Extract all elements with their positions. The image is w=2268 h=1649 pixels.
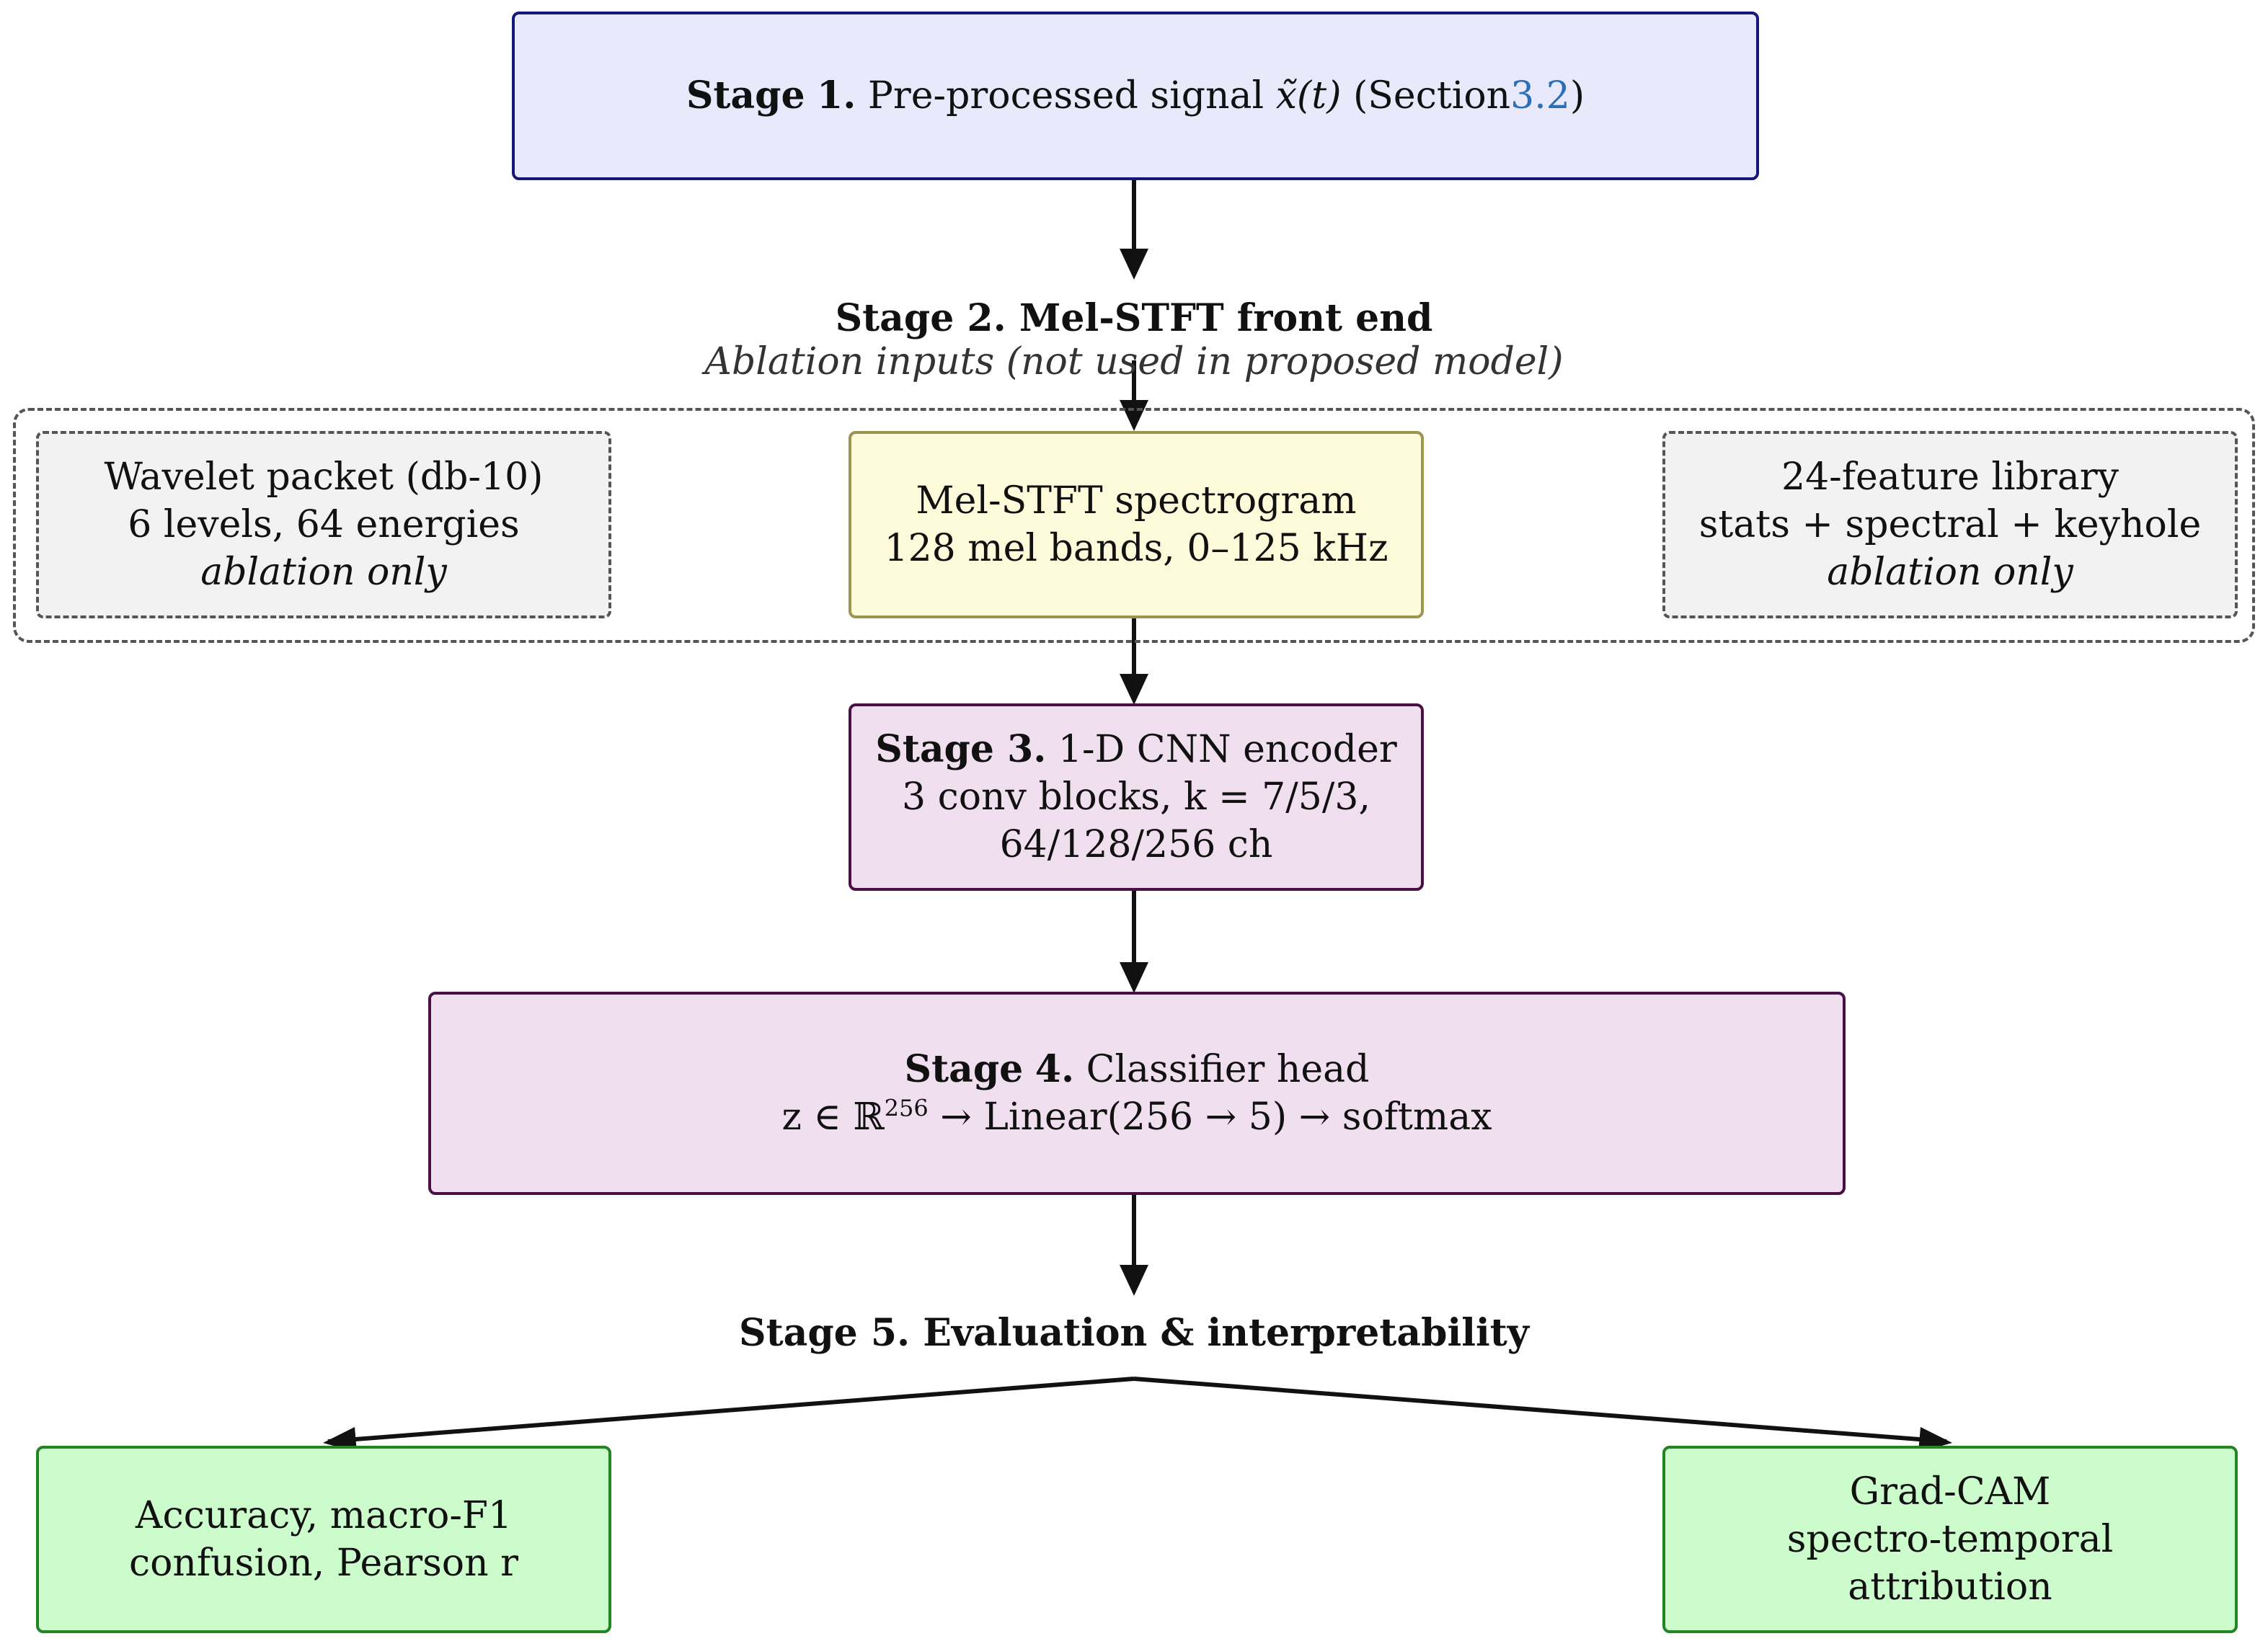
feature-library-box: 24-feature library stats + spectral + ke… <box>1662 431 2238 618</box>
stage5-label: Stage 5. Evaluation & interpretability <box>649 1312 1619 1355</box>
wavelet-line3: ablation only <box>200 551 447 594</box>
metrics-box: Accuracy, macro-F1 confusion, Pearson r <box>36 1446 611 1633</box>
featlib-line3: ablation only <box>1827 551 2073 594</box>
stage4-number: 4. <box>1035 1047 1075 1091</box>
gradcam-box: Grad-CAM spectro-temporal attribution <box>1662 1446 2238 1633</box>
arrow-stage5-to-metrics <box>327 1377 1135 1444</box>
gradcam-line1: Grad-CAM <box>1849 1470 2051 1514</box>
stage3-line1: Stage 3. 1-D CNN encoder <box>875 726 1396 773</box>
stage1-text: Pre-processed signal <box>867 74 1264 117</box>
stage2-label: Stage 2. Mel-STFT front end Ablation inp… <box>649 297 1619 384</box>
stage4-text: Classifier head <box>1086 1048 1370 1091</box>
metrics-line1: Accuracy, macro-F1 <box>135 1494 513 1537</box>
stage1-title: Stage <box>686 74 805 117</box>
stage2-note: Ablation inputs (not used in proposed mo… <box>704 340 1564 383</box>
stage5-title: Stage 5. <box>739 1311 911 1355</box>
stage1-section-suffix: ) <box>1569 74 1585 117</box>
wavelet-line1: Wavelet packet (db-10) <box>104 455 544 499</box>
stage4-equation: z ∈ ℝ256 → Linear(256 → 5) → softmax <box>781 1093 1492 1141</box>
arrowhead-melstft <box>1120 400 1148 431</box>
stage2-title: Stage 2. <box>835 296 1006 340</box>
front-end-group <box>13 408 2255 643</box>
melstft-box: Mel-STFT spectrogram 128 mel bands, 0–12… <box>849 431 1424 618</box>
arrow-stage5-to-gradcam <box>1133 1377 1947 1444</box>
stage1-number: 1. <box>817 74 856 117</box>
wavelet-box: Wavelet packet (db-10) 6 levels, 64 ener… <box>36 431 611 618</box>
arrowhead-stage3 <box>1120 674 1148 705</box>
stage5-text: Evaluation & interpretability <box>923 1311 1529 1355</box>
stage1-box: Stage 1. Pre-processed signal x̃(t) (Sec… <box>512 12 1759 180</box>
melstft-line2: 128 mel bands, 0–125 kHz <box>884 527 1388 570</box>
arrowhead-stage5 <box>1120 1265 1148 1296</box>
stage3-text: 1-D CNN encoder <box>1058 728 1397 771</box>
arrowhead-stage4 <box>1120 962 1148 993</box>
stage3-line2: 3 conv blocks, k = 7/5/3, <box>902 775 1370 819</box>
gradcam-line2: spectro-temporal <box>1786 1518 2114 1561</box>
stage1-section-prefix: (Section <box>1353 74 1511 117</box>
stage4-title: Stage <box>904 1047 1024 1091</box>
melstft-line1: Mel-STFT spectrogram <box>916 479 1357 523</box>
featlib-line2: stats + spectral + keyhole <box>1698 503 2202 546</box>
arrowhead-stage2 <box>1120 249 1148 280</box>
metrics-line2: confusion, Pearson r <box>129 1542 518 1585</box>
stage4-eq-b: → Linear(256 → 5) → softmax <box>928 1095 1492 1139</box>
stage2-heading: Stage 2. Mel-STFT front end <box>649 297 1619 340</box>
stage4-eq-sup: 256 <box>884 1094 929 1122</box>
stage4-eq-a: z ∈ ℝ <box>781 1095 885 1139</box>
gradcam-line3: attribution <box>1848 1565 2052 1609</box>
section-ref-link[interactable]: 3.2 <box>1510 74 1570 117</box>
stage2-subtitle: Mel-STFT front end <box>1019 296 1433 340</box>
featlib-line1: 24-feature library <box>1781 455 2119 499</box>
stage3-box: Stage 3. 1-D CNN encoder 3 conv blocks, … <box>849 703 1424 891</box>
stage3-title: Stage 3. <box>875 727 1047 771</box>
stage4-line1: Stage 4. Classifier head <box>905 1046 1370 1093</box>
stage4-box: Stage 4. Classifier head z ∈ ℝ256 → Line… <box>428 992 1846 1195</box>
stage1-math: x̃(t) <box>1275 74 1342 117</box>
wavelet-line2: 6 levels, 64 energies <box>128 503 520 546</box>
stage3-line3: 64/128/256 ch <box>999 823 1273 866</box>
stage1-content: Stage 1. Pre-processed signal x̃(t) (Sec… <box>686 72 1585 120</box>
